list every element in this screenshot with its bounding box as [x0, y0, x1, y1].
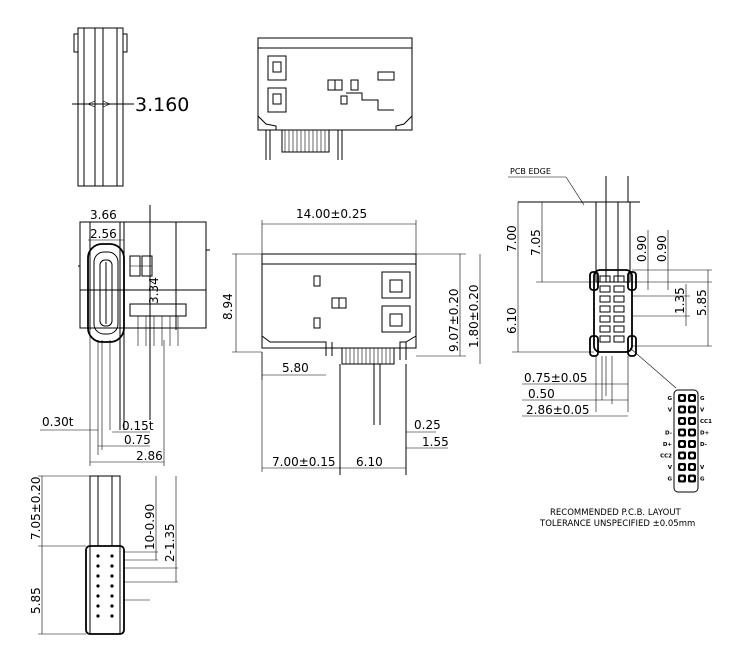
- dim-6-10-pcb: 6.10: [505, 307, 519, 334]
- dim-5-85-pcb: 5.85: [695, 289, 709, 316]
- bottom-pin-dot: [96, 604, 100, 608]
- pcb-edge-label: PCB EDGE: [510, 167, 551, 176]
- bottom-pin-dot: [110, 554, 114, 558]
- pcb-pad-hole: [680, 430, 684, 435]
- dim-2-56: 2.56: [90, 227, 117, 241]
- dim-0-30t: 0.30t: [42, 415, 74, 429]
- dim-2-86: 2.86: [136, 449, 163, 463]
- bottom-pin-dot: [110, 594, 114, 598]
- dim-7-05-bottom: 7.05±0.20: [29, 477, 43, 541]
- dim-9-07: 9.07±0.20: [447, 289, 461, 353]
- pcb-pad-hole: [680, 442, 684, 446]
- pcb-pad-hole: [680, 465, 684, 469]
- pcb-pad-hole: [690, 465, 694, 469]
- pcb-pad-hole: [690, 476, 694, 481]
- bottom-pin-dot: [110, 604, 114, 608]
- bottom-pin-dot: [96, 564, 100, 568]
- dim-1-35-pcb: 1.35: [673, 287, 687, 314]
- pin-label-left: D-: [665, 431, 672, 437]
- middle-center-front-view: 14.00±0.25 8.94 9.07±0.20 1.80±0.20 5.80…: [221, 207, 481, 475]
- dim-0-15t: 0.15t: [122, 419, 154, 433]
- dim-0-25: 0.25: [414, 418, 441, 432]
- dim-0-90-b: 0.90: [655, 235, 669, 262]
- pin-label-left: D+: [663, 442, 673, 448]
- dim-7-00: 7.00±0.15: [272, 455, 336, 469]
- bottom-pin-dot: [96, 614, 100, 618]
- pin-label-right: V: [700, 465, 705, 471]
- dim-3-66: 3.66: [90, 208, 117, 222]
- dim-1-55: 1.55: [422, 435, 449, 449]
- pcb-pad-hole: [690, 453, 694, 458]
- bottom-left-view: 7.05±0.20 5.85 10-0.90 2-1.35: [29, 475, 178, 635]
- dim-2-86-pcb: 2.86±0.05: [526, 403, 590, 417]
- dim-8-94: 8.94: [221, 293, 235, 320]
- dim-7-00-pcb: 7.00: [505, 225, 519, 252]
- pcb-pad-hole: [680, 419, 684, 423]
- pin-label-left: G: [667, 477, 672, 483]
- pcb-layout-view: PCB EDGE 7.00: [505, 167, 712, 529]
- dim-14-00: 14.00±0.25: [296, 207, 367, 221]
- bottom-pin-dot: [110, 564, 114, 568]
- bottom-pin-dot: [96, 594, 100, 598]
- bottom-pin-dot: [110, 584, 114, 588]
- pcb-pad-hole: [680, 407, 684, 412]
- pin-label-right: V: [700, 408, 705, 414]
- dim-10-0-90: 10-0.90: [143, 504, 157, 550]
- pcb-pad-hole: [680, 476, 684, 481]
- dim-6-10: 6.10: [356, 455, 383, 469]
- pcb-note-line1: RECOMMENDED P.C.B. LAYOUT: [550, 508, 682, 518]
- pcb-pad-grid: [599, 275, 625, 343]
- pin-label-left: G: [667, 396, 672, 402]
- pcb-pad-hole: [680, 453, 684, 458]
- bottom-pin-dot: [110, 614, 114, 618]
- bottom-pin-dot: [96, 584, 100, 588]
- pin-label-right: G: [700, 477, 705, 483]
- pcb-pad-hole: [680, 396, 684, 400]
- dim-1-80: 1.80±0.20: [467, 285, 481, 349]
- bottom-pin-dot: [110, 574, 114, 578]
- bottom-pin-dot: [96, 574, 100, 578]
- pin-label-right: D+: [700, 431, 710, 437]
- dim-0-75: 0.75: [124, 433, 151, 447]
- dim-5-85-bottom: 5.85: [29, 587, 43, 614]
- pcb-note-line2: TOLERANCE UNSPECIFIED ±0.05mm: [539, 519, 695, 529]
- pcb-pad-hole: [690, 407, 694, 412]
- top-center-rear-view: [257, 37, 413, 160]
- pin-label-right: D-: [700, 442, 707, 448]
- dim-0-50-pcb: 0.50: [528, 387, 555, 401]
- middle-left-side-view: 3.66 2.56 3.34 0.30t 0.15t 0.75 2.86: [40, 205, 210, 466]
- pin-label-left: CC2: [660, 454, 672, 460]
- dim-0-75-pcb: 0.75±0.05: [524, 371, 588, 385]
- pin-label-right: G: [700, 396, 705, 402]
- dim-width-label: 3.160: [135, 94, 189, 116]
- pin-label-right: CC1: [700, 419, 712, 425]
- dim-5-80: 5.80: [282, 361, 309, 375]
- bottom-pin-dot: [96, 554, 100, 558]
- pcb-pad-hole: [690, 430, 694, 435]
- top-left-side-view: 3.160: [72, 27, 189, 187]
- pin-label-left: V: [668, 408, 673, 414]
- dim-0-90-a: 0.90: [635, 235, 649, 262]
- pin-label-left: V: [668, 465, 673, 471]
- dim-2-1-35: 2-1.35: [163, 523, 177, 562]
- dim-7-05-pcb: 7.05: [529, 229, 543, 256]
- pcb-pad-hole: [690, 442, 694, 446]
- pcb-pad-hole: [690, 419, 694, 423]
- pcb-pad-hole: [690, 396, 694, 400]
- dim-3-34: 3.34: [147, 277, 161, 304]
